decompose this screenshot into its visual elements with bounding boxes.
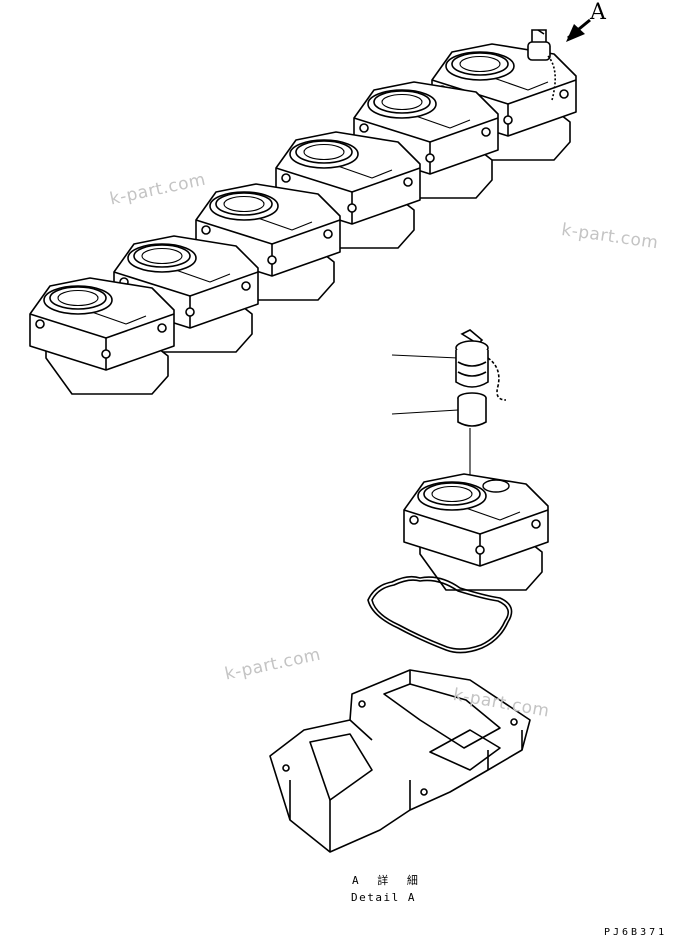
rocker-cover-assembly — [29, 43, 577, 395]
filler-cap — [455, 329, 507, 401]
oil-filler-cap-assembly — [527, 29, 556, 101]
view-a-label: A — [590, 0, 606, 25]
detail-caption-japanese: A 詳 細 — [352, 874, 424, 887]
cover-gasket — [367, 575, 513, 654]
detail-caption-english: Detail A — [351, 891, 416, 904]
view-a-arrow — [566, 18, 591, 42]
drawing-code: PJ6B371 — [604, 927, 668, 938]
single-rocker-cover — [403, 473, 549, 591]
leader-lines — [391, 354, 471, 478]
filler-strainer — [457, 392, 487, 427]
rocker-housing — [269, 669, 531, 853]
